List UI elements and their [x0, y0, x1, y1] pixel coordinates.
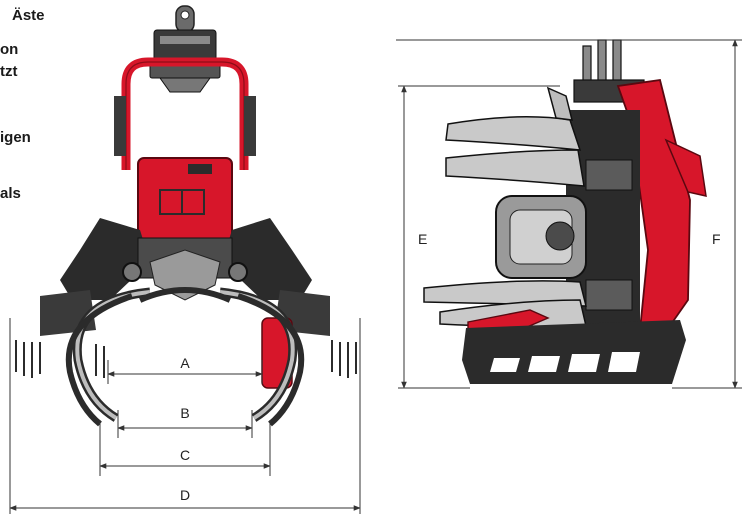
dimension-label-b: B — [180, 405, 189, 421]
chassis-frame — [40, 218, 330, 336]
dimension-label-e: E — [418, 231, 427, 247]
cropped-text-fragment: tzt — [0, 63, 18, 80]
dimension-label-f: F — [712, 231, 721, 247]
rotator-hanger — [149, 5, 221, 93]
side-red-panel — [664, 138, 707, 197]
delimbing-knives — [65, 287, 305, 427]
front-view-illustration — [15, 5, 357, 427]
red-body-housing — [137, 157, 233, 243]
front-dimension-lines — [9, 318, 361, 514]
red-tilt-frame — [114, 57, 256, 170]
cropped-text-fragment: on — [0, 41, 19, 58]
cropped-text-fragment: als — [0, 185, 21, 202]
dimension-label-a: A — [180, 355, 190, 371]
feed-rollers — [15, 340, 357, 378]
side-base-frame — [462, 320, 686, 384]
dimension-label-d: D — [180, 487, 190, 503]
side-view-illustration — [423, 39, 707, 384]
cropped-text-fragment: Äste — [12, 7, 45, 24]
dimension-label-c: C — [180, 447, 190, 463]
side-dimension-lines — [396, 39, 742, 389]
cropped-text-fragment: igen — [0, 129, 31, 146]
